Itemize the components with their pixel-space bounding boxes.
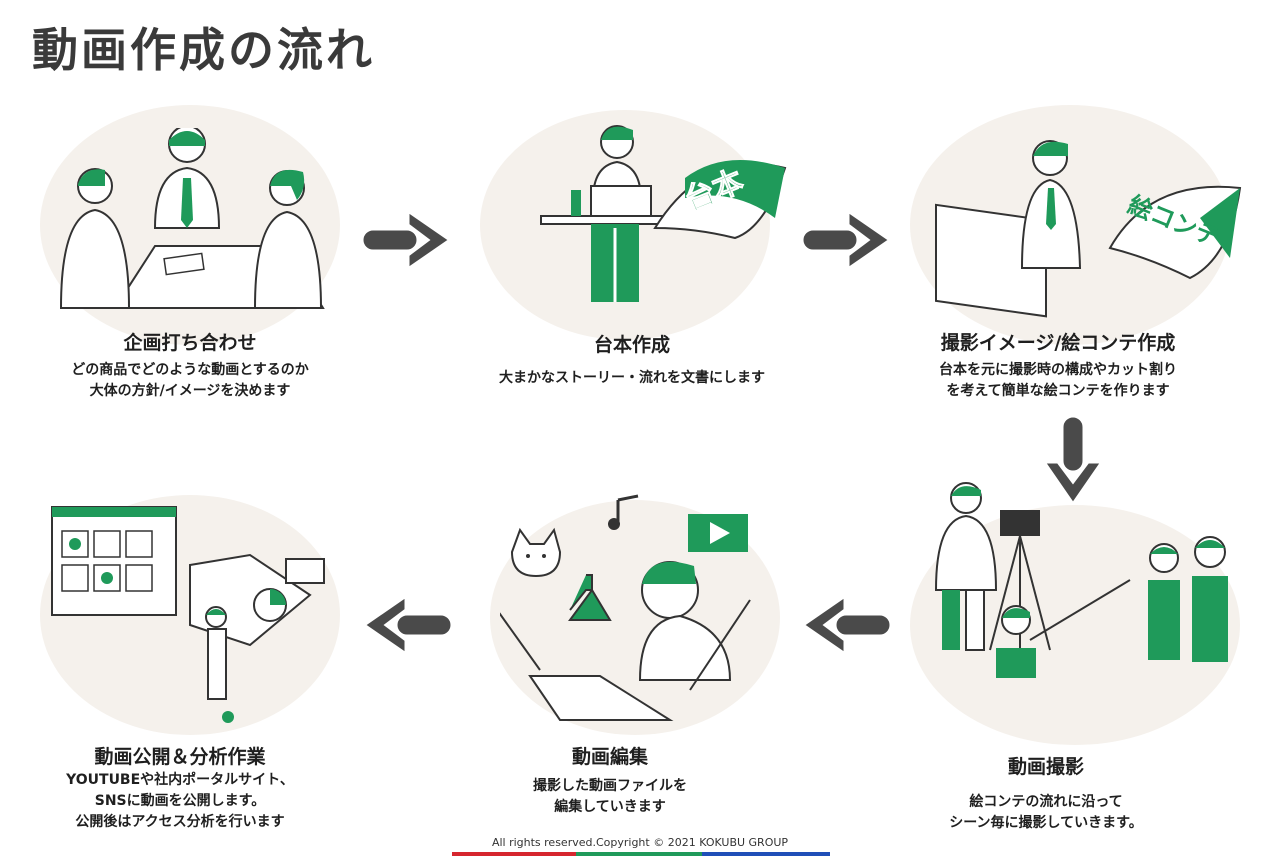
meeting-illustration — [59, 128, 325, 309]
step-2-desc-line: 大まかなストーリー・流れを文書にします — [499, 370, 765, 386]
arrow-right-icon — [360, 208, 453, 272]
step-5-desc: 撮影した動画ファイルを 編集していきます — [420, 776, 800, 818]
page-title: 動画作成の流れ — [32, 23, 375, 77]
shooting-illustration — [934, 482, 1228, 678]
step-3-title: 撮影イメージ/絵コンテ作成 — [940, 332, 1176, 354]
step-6-desc-line: SNSに動画を公開します。 — [94, 793, 266, 809]
step-1-desc-line: どの商品でどのような動画とするのか — [71, 362, 309, 378]
step-4-desc: 絵コンテの流れに沿って シーン毎に撮影していきます。 — [856, 792, 1236, 834]
step-2-title: 台本作成 — [593, 334, 670, 356]
editing-illustration — [500, 494, 751, 721]
step-3-desc-line: 台本を元に撮影時の構成やカット割り — [939, 362, 1177, 378]
step-6-title: 動画公開＆分析作業 — [94, 746, 266, 768]
footer-bar-red — [452, 852, 576, 856]
step-6-desc-line: YOUTUBEや社内ポータルサイト、 — [66, 772, 294, 788]
footer-bar-blue — [702, 852, 830, 856]
step-2-desc: 大まかなストーリー・流れを文書にします — [442, 368, 822, 389]
step-3-desc: 台本を元に撮影時の構成やカット割り を考えて簡単な絵コンテを作ります — [868, 360, 1248, 402]
step-6-desc: YOUTUBEや社内ポータルサイト、 SNSに動画を公開します。 公開後はアクセ… — [0, 770, 370, 833]
step-4-desc-line: 絵コンテの流れに沿って — [969, 794, 1123, 810]
copyright-footer: All rights reserved.Copyright © 2021 KOK… — [491, 836, 789, 849]
footer-bar-green — [576, 852, 702, 856]
step-5-desc-line: 撮影した動画ファイルを — [533, 778, 687, 794]
step-5-title: 動画編集 — [571, 746, 648, 768]
step-1-desc: どの商品でどのような動画とするのか 大体の方針/イメージを決めます — [0, 360, 380, 402]
arrow-left-icon — [361, 593, 454, 657]
arrow-left-icon — [800, 593, 893, 657]
step-1-desc-line: 大体の方針/イメージを決めます — [89, 383, 291, 399]
storyboard-illustration: 絵コンテ — [935, 140, 1242, 318]
arrow-down-icon — [1041, 414, 1105, 507]
arrow-right-icon — [800, 208, 893, 272]
publishing-illustration — [51, 506, 325, 723]
step-3-desc-line: を考えて簡単な絵コンテを作ります — [946, 383, 1170, 399]
step-6-desc-line: 公開後はアクセス分析を行います — [75, 814, 285, 830]
step-4-desc-line: シーン毎に撮影していきます。 — [949, 815, 1143, 831]
step-1-title: 企画打ち合わせ — [123, 332, 257, 354]
script-writing-illustration: 台本 — [540, 125, 787, 302]
step-5-desc-line: 編集していきます — [554, 799, 666, 815]
step-4-title: 動画撮影 — [1007, 756, 1084, 778]
